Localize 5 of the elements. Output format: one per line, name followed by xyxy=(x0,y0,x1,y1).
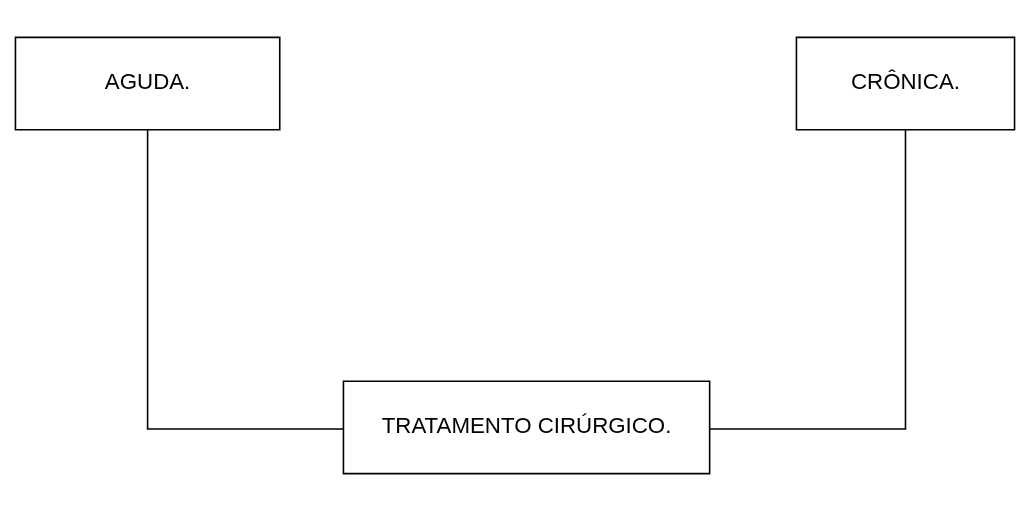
node-box: AGUDA. xyxy=(14,36,281,130)
connector xyxy=(709,128,907,430)
node-box: CRÔNICA. xyxy=(795,36,1016,130)
connector xyxy=(146,128,344,430)
node-box: TRATAMENTO CIRÚRGICO. xyxy=(342,380,711,474)
